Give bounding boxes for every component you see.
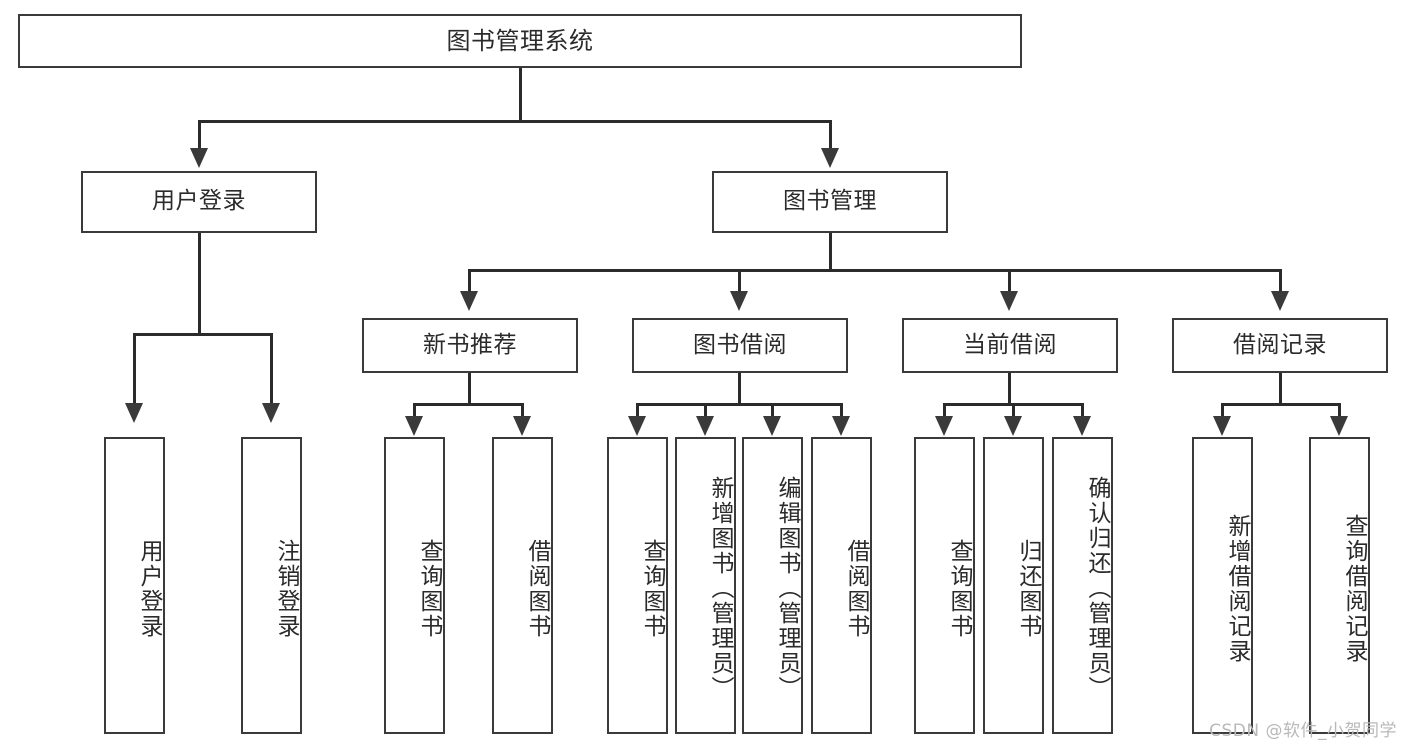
leaf-nb-query-book[interactable]: 查询图书 xyxy=(384,437,445,734)
arrow-cb-2 xyxy=(1004,416,1022,436)
arrow-borrow-record xyxy=(1271,291,1289,311)
arrow-leaf-user-login xyxy=(125,403,143,423)
edge-drop-cb-1 xyxy=(943,403,946,419)
node-label: 当前借阅 xyxy=(963,331,1057,358)
leaf-bb-query-book[interactable]: 查询图书 xyxy=(607,437,668,734)
arrow-bb-3 xyxy=(763,416,781,436)
node-label: 图书管理系统 xyxy=(446,26,594,55)
arrow-leaf-logout xyxy=(262,403,280,423)
node-book-management[interactable]: 图书管理 xyxy=(712,171,948,233)
node-label: 查询图书 xyxy=(416,538,442,639)
node-book-borrow[interactable]: 图书借阅 xyxy=(632,318,848,373)
arrow-current-borrow xyxy=(1000,291,1018,311)
edge-drop-user-login xyxy=(198,120,201,150)
leaf-bb-edit-book[interactable]: 编辑图书（管理员） xyxy=(742,437,803,734)
edge-user-login-stem xyxy=(198,233,201,335)
node-label: 编辑图书（管理员） xyxy=(774,476,800,701)
node-label: 查询图书 xyxy=(946,538,972,639)
node-label: 新书推荐 xyxy=(423,331,517,358)
edge-drop-nb-1 xyxy=(413,403,416,419)
arrow-cb-3 xyxy=(1073,416,1091,436)
node-label: 确认归还（管理员） xyxy=(1084,476,1110,701)
edge-book-borrow-bus xyxy=(636,403,843,406)
arrow-br-1 xyxy=(1213,416,1231,436)
edge-drop-current-borrow xyxy=(1008,269,1011,293)
edge-drop-bb-4 xyxy=(840,403,843,419)
edge-drop-bb-1 xyxy=(636,403,639,419)
edge-new-book-bus xyxy=(413,403,524,406)
node-label: 借阅图书 xyxy=(843,538,869,639)
leaf-bb-add-book[interactable]: 新增图书（管理员） xyxy=(675,437,736,734)
arrow-br-2 xyxy=(1330,416,1348,436)
node-label: 新增借阅记录 xyxy=(1224,513,1250,664)
node-label: 借阅记录 xyxy=(1233,331,1327,358)
edge-drop-leaf-user-login xyxy=(133,333,136,405)
leaf-br-add-record[interactable]: 新增借阅记录 xyxy=(1192,437,1253,734)
edge-drop-nb-2 xyxy=(521,403,524,419)
node-label: 查询图书 xyxy=(639,538,665,639)
leaf-bb-borrow-book[interactable]: 借阅图书 xyxy=(811,437,872,734)
node-current-borrow[interactable]: 当前借阅 xyxy=(902,318,1118,373)
edge-drop-cb-3 xyxy=(1081,403,1084,419)
node-label: 用户登录 xyxy=(152,188,246,215)
node-new-book-recommend[interactable]: 新书推荐 xyxy=(362,318,578,373)
edge-drop-br-1 xyxy=(1221,403,1224,419)
edge-drop-bb-2 xyxy=(704,403,707,419)
edge-new-book-stem xyxy=(468,373,471,405)
node-root-book-management-system[interactable]: 图书管理系统 xyxy=(18,14,1022,68)
arrow-book-borrow xyxy=(730,291,748,311)
leaf-cb-return-book[interactable]: 归还图书 xyxy=(983,437,1044,734)
arrow-new-book xyxy=(460,291,478,311)
node-label: 注销登录 xyxy=(273,538,299,639)
edge-drop-br-2 xyxy=(1338,403,1341,419)
node-label: 图书管理 xyxy=(783,188,877,215)
edge-root-bus xyxy=(198,120,832,123)
edge-current-borrow-stem xyxy=(1008,373,1011,405)
leaf-user-login[interactable]: 用户登录 xyxy=(104,437,165,734)
node-label: 查询借阅记录 xyxy=(1341,513,1367,664)
edge-drop-bb-3 xyxy=(771,403,774,419)
leaf-br-query-record[interactable]: 查询借阅记录 xyxy=(1309,437,1370,734)
arrow-bb-4 xyxy=(832,416,850,436)
edge-borrow-record-stem xyxy=(1279,373,1282,405)
edge-drop-book-borrow xyxy=(738,269,741,293)
edge-drop-leaf-logout xyxy=(270,333,273,405)
edge-drop-new-book xyxy=(468,269,471,293)
leaf-cb-confirm-return[interactable]: 确认归还（管理员） xyxy=(1052,437,1113,734)
node-borrow-record[interactable]: 借阅记录 xyxy=(1172,318,1388,373)
node-label: 借阅图书 xyxy=(524,538,550,639)
edge-drop-cb-2 xyxy=(1012,403,1015,419)
edge-root-stem xyxy=(519,68,522,122)
node-label: 图书借阅 xyxy=(693,331,787,358)
node-user-login[interactable]: 用户登录 xyxy=(81,171,317,233)
node-label: 归还图书 xyxy=(1015,538,1041,639)
leaf-nb-borrow-book[interactable]: 借阅图书 xyxy=(492,437,553,734)
arrow-cb-1 xyxy=(935,416,953,436)
edge-level3-bus xyxy=(468,269,1282,272)
edge-user-login-bus xyxy=(133,333,273,336)
arrow-bb-2 xyxy=(696,416,714,436)
edge-borrow-record-bus xyxy=(1221,403,1341,406)
leaf-cb-query-book[interactable]: 查询图书 xyxy=(914,437,975,734)
arrow-nb-1 xyxy=(405,416,423,436)
leaf-logout[interactable]: 注销登录 xyxy=(241,437,302,734)
node-label: 用户登录 xyxy=(136,538,162,639)
edge-drop-borrow-record xyxy=(1279,269,1282,293)
arrow-user-login xyxy=(190,148,208,168)
arrow-nb-2 xyxy=(513,416,531,436)
arrow-book-management xyxy=(821,148,839,168)
edge-drop-book-management xyxy=(829,120,832,150)
arrow-bb-1 xyxy=(628,416,646,436)
node-label: 新增图书（管理员） xyxy=(707,476,733,701)
edge-book-management-stem xyxy=(829,233,832,271)
edge-book-borrow-stem xyxy=(738,373,741,405)
